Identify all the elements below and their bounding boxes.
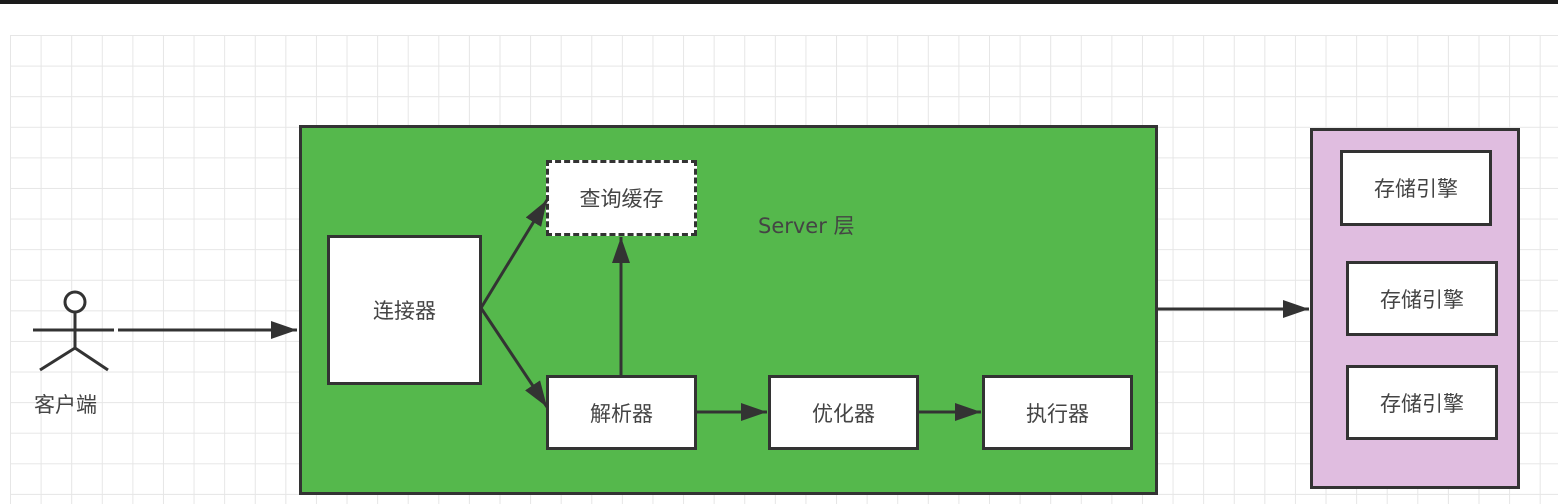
storage-engine-box: 存储引擎	[1346, 261, 1498, 336]
query-cache-box: 查询缓存	[546, 160, 697, 236]
storage-engine-box: 存储引擎	[1340, 150, 1492, 226]
connector-to-cache-arrow	[479, 199, 549, 309]
client-actor-icon	[33, 290, 114, 372]
server-layer-label: Server 层	[758, 214, 855, 238]
optimizer-box: 优化器	[768, 375, 919, 450]
top-bar	[0, 0, 1558, 4]
parser-box: 解析器	[546, 375, 697, 450]
connector-box: 连接器	[327, 235, 482, 385]
storage-engine-box: 存储引擎	[1346, 365, 1498, 440]
client-label: 客户端	[34, 393, 97, 417]
connector-to-parser-arrow	[479, 307, 549, 408]
executor-box: 执行器	[982, 375, 1133, 450]
